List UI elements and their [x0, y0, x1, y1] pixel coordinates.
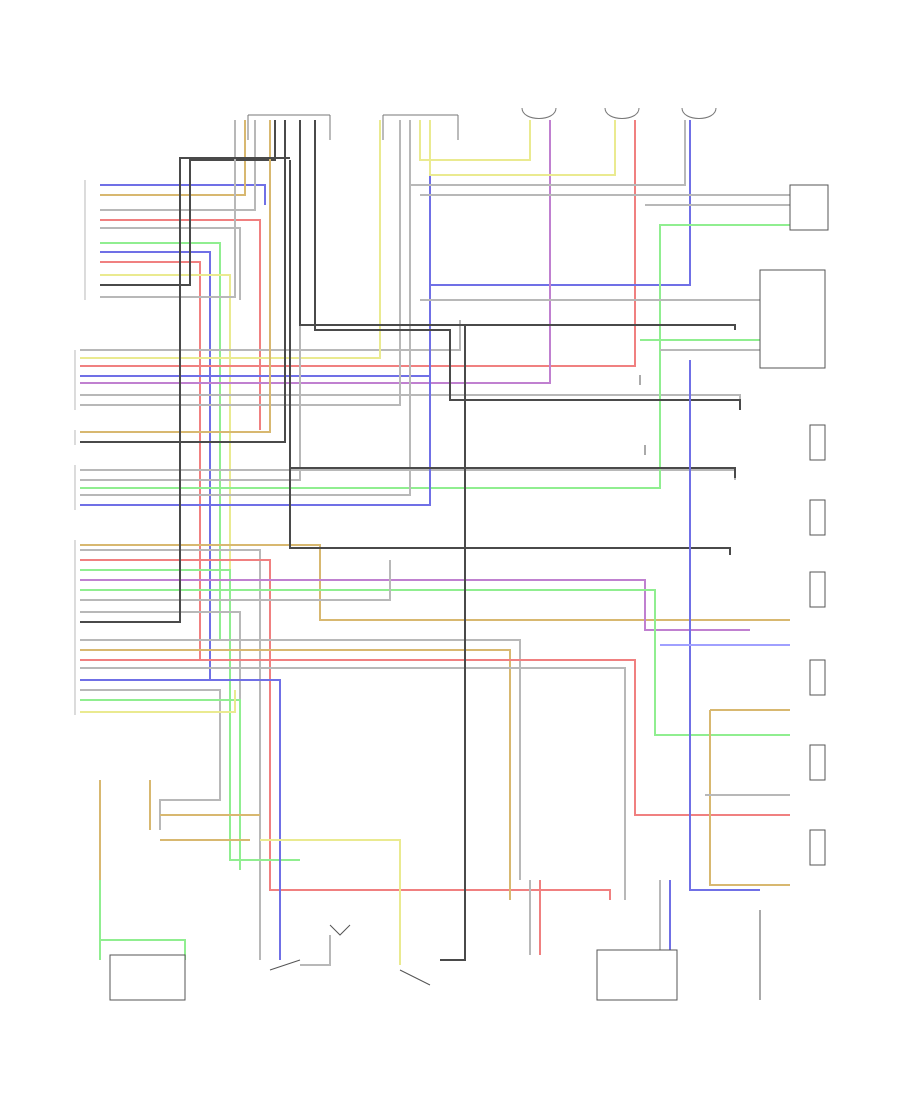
wire-black-bus-1: [299, 120, 736, 330]
wire-red-l2: [80, 659, 790, 816]
wire-tan-l2: [80, 649, 511, 900]
wire-blue-2: [100, 251, 211, 680]
wire-black-bus-3: [289, 160, 731, 555]
bottom-components: [109, 924, 678, 1001]
wire-black-1: [100, 120, 276, 286]
wire-blue-1: [100, 184, 266, 205]
wire-green-m1: [80, 224, 790, 489]
wire-green-l3: [80, 699, 241, 870]
wire-gray-l2: [80, 560, 391, 601]
wire-gray-bl1: [300, 935, 331, 966]
wire-tan-r1: [709, 709, 790, 886]
wire-gray-l5: [80, 667, 626, 900]
wire-black-bus-4: [440, 325, 466, 961]
wire-yellow-top2: [429, 120, 616, 176]
wire-gray-m6: [80, 120, 411, 496]
wire-tan-1: [100, 120, 246, 196]
wire-purple-l1: [80, 579, 750, 631]
wire-yellow-bl1: [260, 839, 401, 965]
wire-red-2: [100, 261, 201, 660]
wire-black-m1: [80, 120, 286, 443]
wire-green-l2: [80, 589, 790, 736]
left-connector-pins: [74, 180, 86, 715]
wire-gray-1: [100, 120, 256, 211]
wire-blue-r1: [689, 360, 760, 891]
wire-blue-m2: [80, 120, 431, 506]
wire-red-m1: [80, 120, 636, 367]
wire-tan-m1: [80, 120, 271, 433]
wire-red-1: [100, 219, 261, 430]
wire-yellow-l1: [80, 690, 236, 713]
wire-gray-m1: [80, 320, 461, 351]
wire-blue-m1: [80, 120, 691, 377]
wire-green-l1: [80, 569, 300, 861]
wire-gray-2: [100, 227, 241, 300]
right-components: [759, 184, 829, 866]
wire-gray-l4: [80, 639, 521, 880]
wire-green-1: [100, 242, 221, 640]
wire-black-bus-2: [314, 120, 741, 410]
wire-tan-bl3: [160, 814, 260, 841]
wire-gray-m3: [80, 120, 401, 406]
wire-blue-l1: [80, 679, 281, 960]
wire-gray-3: [100, 120, 236, 298]
wire-gray-m4: [80, 469, 736, 480]
top-connectors: [247, 107, 717, 140]
wire-black-bus-5: [290, 467, 736, 478]
wire-yellow-1: [100, 274, 231, 700]
wire-yellow-top: [419, 120, 531, 161]
wire-gray-l1: [80, 549, 261, 960]
wire-purple-m1: [80, 120, 551, 384]
wire-red-l1: [80, 559, 611, 900]
wire-green-bl2: [100, 939, 186, 960]
wire-tan-l1: [80, 544, 790, 621]
ground-symbols: [639, 375, 761, 1000]
wire-gray-l6: [80, 689, 221, 830]
wire-gray-top: [409, 120, 686, 186]
wire-black-l1: [80, 157, 290, 623]
